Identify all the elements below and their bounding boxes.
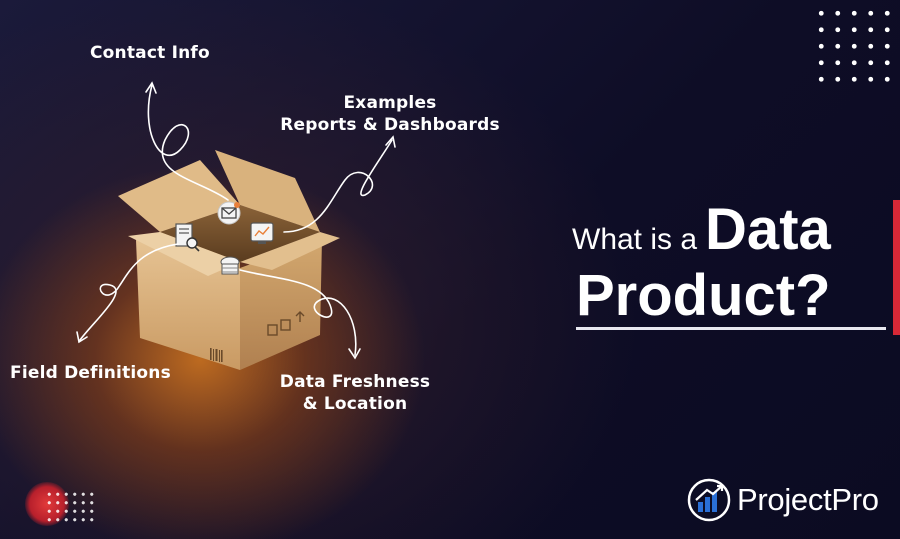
title-word-product: Product? — [576, 263, 831, 328]
arrow-freshness-head — [348, 348, 361, 360]
red-side-bar — [893, 200, 900, 335]
dashboard-icon — [250, 222, 274, 244]
database-cloud-icon — [220, 256, 240, 275]
cardboard-box — [118, 150, 340, 370]
dot-grid-top-right — [813, 5, 900, 87]
label-contact-info: Contact Info — [90, 43, 210, 63]
box-front-right — [240, 238, 322, 370]
arrow-examples-head — [385, 135, 396, 148]
label-examples-line2: Reports & Dashboards — [280, 115, 500, 135]
arrow-field — [79, 243, 179, 341]
document-search-icon — [175, 223, 200, 252]
arrow-contact-head — [145, 81, 157, 94]
label-examples: Examples Reports & Dashboards — [270, 92, 510, 136]
box-flap-front-left — [128, 232, 240, 276]
box-flap-front-right — [240, 232, 340, 270]
box-flap-back-right — [215, 150, 320, 232]
brand-name: ProjectPro — [737, 482, 879, 517]
dot-grid-bottom-left — [45, 490, 97, 522]
email-icon — [217, 201, 241, 225]
label-freshness-line1: Data Freshness — [279, 372, 431, 392]
title-prefix: What is a — [572, 223, 698, 256]
label-data-freshness: Data Freshness & Location — [270, 371, 440, 415]
label-freshness-line2: & Location — [302, 394, 408, 414]
box-fragile-icon — [267, 311, 305, 336]
label-examples-line1: Examples — [343, 93, 437, 113]
projectpro-logo-icon — [687, 478, 731, 522]
box-flap-back-left — [118, 160, 240, 232]
arrow-examples — [283, 139, 393, 233]
arrow-contact — [147, 84, 229, 201]
arrows — [76, 81, 396, 360]
brand-logo: ProjectPro — [687, 478, 879, 522]
arrow-field-head — [76, 331, 88, 344]
barcode-icon — [210, 348, 223, 362]
label-field-definitions: Field Definitions — [10, 363, 171, 383]
title-word-data: Data — [705, 197, 831, 262]
title-underline — [576, 327, 886, 330]
arrow-freshness — [239, 269, 357, 356]
